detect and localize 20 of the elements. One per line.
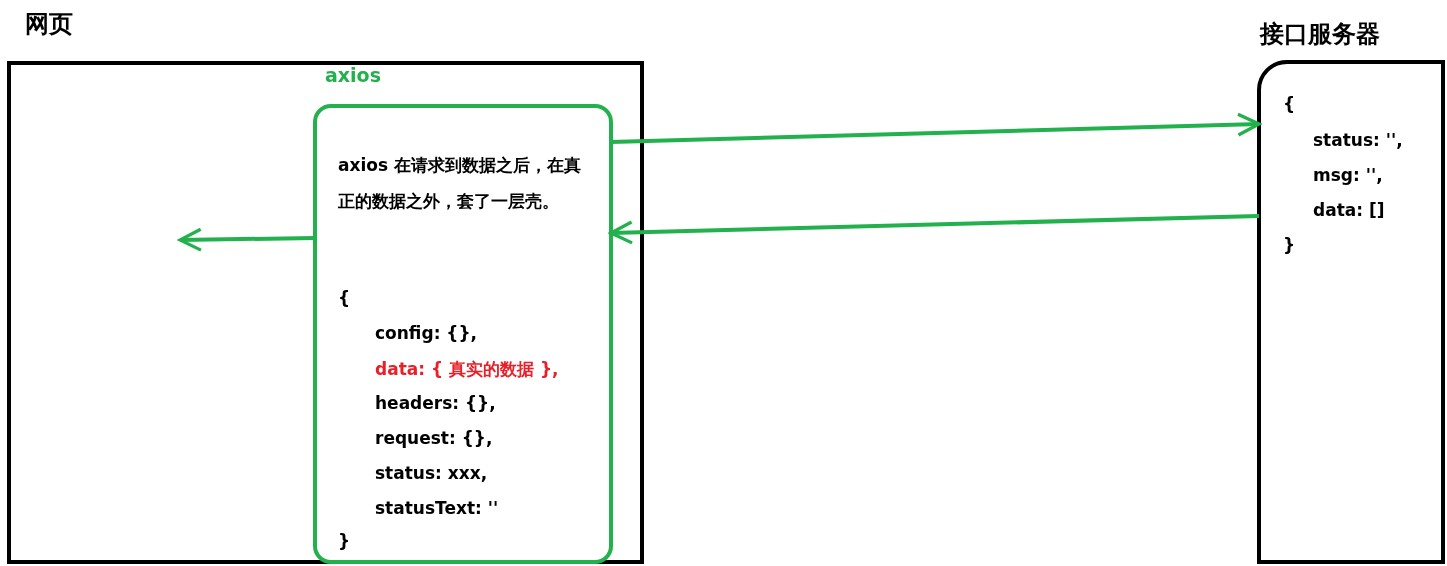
code-line: headers: {},	[375, 393, 496, 413]
arrow	[178, 227, 316, 252]
description-text: axios 在请求到数据之后，在真正的数据之外，套了一层壳。	[338, 154, 582, 213]
code-line: request: {},	[375, 428, 493, 448]
code-line: config: {},	[375, 323, 477, 343]
panel-heading: axios	[325, 64, 381, 86]
code-line: }	[1283, 235, 1296, 255]
code-line: msg: '',	[1313, 165, 1383, 185]
code-line: statusText: ''	[375, 498, 499, 518]
code-line: {	[338, 288, 351, 308]
code-line: data: { 真实的数据 },	[375, 358, 559, 381]
code-line: status: xxx,	[375, 463, 488, 483]
code-line: data: []	[1313, 200, 1385, 220]
arrow	[610, 112, 1261, 144]
panel-heading: 接口服务器	[1260, 19, 1380, 50]
panel-heading: 网页	[25, 9, 73, 40]
code-line: }	[338, 531, 351, 551]
code-line: {	[1283, 94, 1296, 114]
arrow	[609, 214, 1260, 245]
code-line: status: '',	[1313, 130, 1403, 150]
